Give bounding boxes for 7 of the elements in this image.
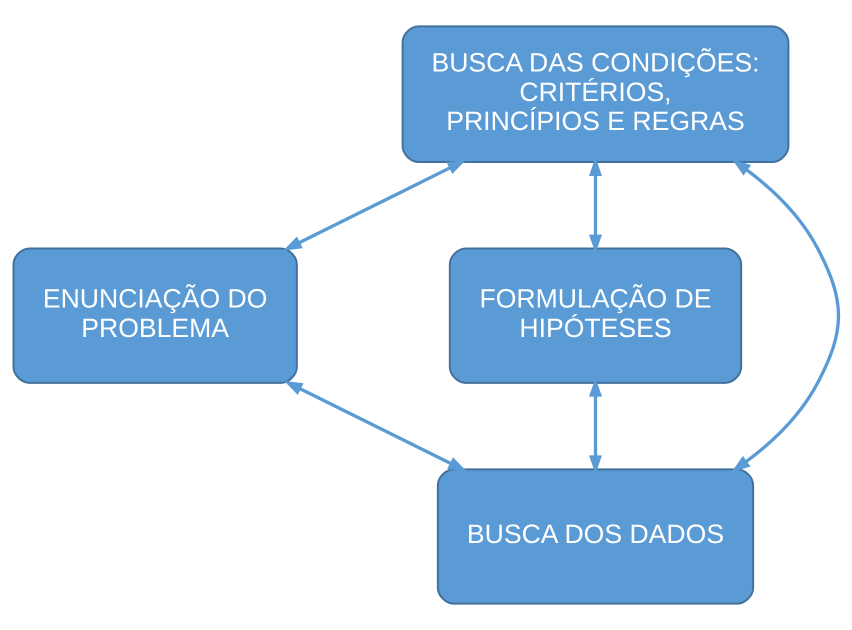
node-box: ENUNCIAÇÃO DO PROBLEMA [12, 247, 298, 384]
node-box: BUSCA DAS CONDIÇÕES: CRITÉRIOS, PRINCÍPIOS E REGRAS [402, 25, 790, 164]
node-box: FORMULAÇÃO DE HIPÓTESES [448, 247, 742, 384]
arrow [283, 160, 466, 251]
node-box: BUSCA DOS DADOS [436, 468, 754, 605]
arrow [732, 159, 840, 472]
arrow [284, 380, 467, 472]
